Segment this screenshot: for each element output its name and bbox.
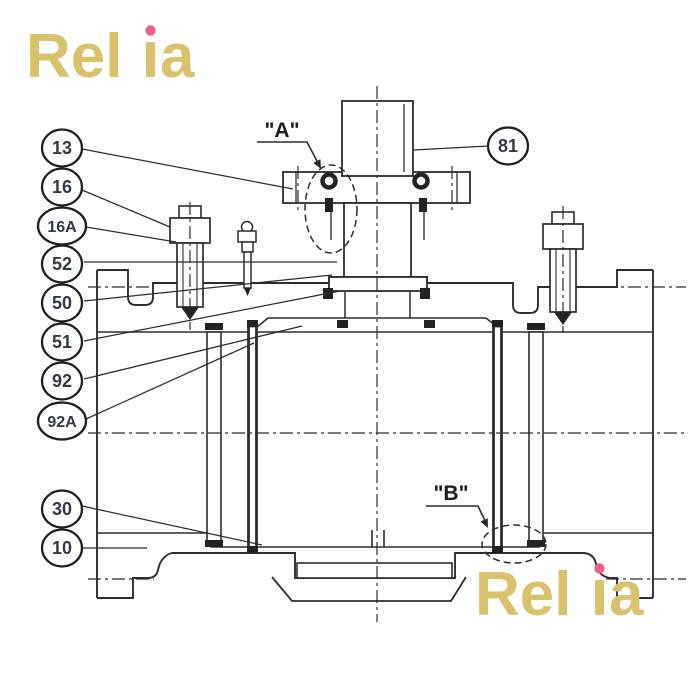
grease-fitting [237, 220, 257, 296]
fitting-tip [244, 288, 251, 296]
watermark-bottom-right: Rel a [475, 560, 644, 629]
seat-insert-right [492, 324, 503, 551]
balloon-label: 30 [52, 499, 72, 519]
detail-arrow-a-line [257, 141, 319, 164]
balloon-label: 50 [52, 293, 72, 313]
watermark-text-rel: Rel [475, 560, 571, 629]
balloon-label: 16 [52, 177, 72, 197]
detail-label-b: "B" [433, 482, 468, 505]
trunnion-cover-plate [296, 562, 453, 579]
balloon-circle [36, 401, 88, 441]
balloon-label: 52 [52, 254, 72, 274]
balloon-label: 92 [52, 371, 72, 391]
leader-50 [83, 274, 333, 302]
callout-balloons: 13 16 16A 52 50 51 92 92A [36, 126, 530, 568]
watermark-i-dot [594, 563, 605, 574]
balloon-label: 13 [52, 138, 72, 158]
valve-body [96, 100, 654, 602]
watermark-text-a: a [160, 22, 195, 91]
gland-plate-steps [295, 172, 458, 203]
watermark-i-stem [146, 42, 155, 77]
balloon-16: 16 [40, 167, 84, 207]
balloon-81: 81 [486, 126, 530, 166]
balloon-10: 10 [40, 528, 84, 568]
bottom-cover [271, 576, 467, 602]
balloon-13: 13 [40, 128, 84, 168]
leader-13 [81, 148, 294, 190]
balloon-52: 52 [40, 244, 84, 284]
balloon-circle [40, 322, 84, 362]
balloon-51: 51 [40, 322, 84, 362]
balloon-circle [486, 126, 530, 166]
bonnet-bolt-centerlines [189, 202, 564, 333]
balloon-92: 92 [40, 361, 84, 401]
bolt-threads [182, 243, 198, 307]
bolt-tip [181, 307, 199, 320]
watermark-i-stem [595, 580, 604, 615]
balloon-label: 51 [52, 332, 72, 352]
balloon-circle [40, 489, 84, 529]
detail-arrow-b-line [426, 505, 487, 524]
leader-92 [83, 325, 303, 380]
trunnion-neck-lines [344, 291, 411, 318]
bore-lines [97, 317, 653, 548]
leader-81 [413, 145, 489, 151]
body-outline [96, 269, 654, 599]
seat-ring-right [528, 331, 544, 545]
stem-seal-left [320, 172, 338, 190]
gland-bolt-centerlines [297, 166, 453, 213]
leader-16a [85, 226, 177, 243]
leader-92a [85, 342, 255, 420]
balloon-50: 50 [40, 283, 84, 323]
detail-annotations: "A" "B" [257, 119, 547, 564]
balloon-label: 16A [47, 219, 77, 236]
balloon-circle [40, 244, 84, 284]
balloon-circle [40, 361, 84, 401]
detail-label-a: "A" [264, 119, 299, 142]
centerlines [88, 86, 688, 622]
balloon-circle [40, 283, 84, 323]
detail-ellipse-b [481, 524, 547, 564]
watermark-i-dot [145, 25, 156, 36]
balloon-label: 92A [47, 414, 77, 431]
balloon-92a: 92A [36, 401, 88, 441]
balloon-label: 10 [52, 538, 72, 558]
stem-seal-right [412, 172, 430, 190]
balloon-circle [40, 528, 84, 568]
detail-arrow-a-head [313, 159, 321, 169]
balloon-circle [40, 167, 84, 207]
watermark-text-a: a [609, 560, 644, 629]
bonnet-flange [328, 276, 428, 292]
balloon-30: 30 [40, 489, 84, 529]
bolt-tip [554, 312, 572, 325]
leader-16 [81, 189, 171, 228]
leader-51 [83, 290, 341, 342]
balloon-label: 81 [498, 136, 518, 156]
watermark-top-left: Rel a [26, 22, 195, 91]
balloon-16a: 16A [36, 206, 88, 246]
fitting-body [241, 241, 254, 253]
watermark-text-rel: Rel [26, 22, 122, 91]
fitting-hex [237, 230, 257, 243]
balloon-circle [40, 128, 84, 168]
fitting-shank [243, 251, 252, 289]
leader-30 [81, 505, 263, 546]
leader-lines [80, 145, 489, 549]
seat-insert-left [247, 324, 258, 551]
detail-arrow-b-head [480, 518, 488, 528]
bolt-threads [555, 249, 571, 312]
detail-ellipse-a [304, 164, 358, 254]
